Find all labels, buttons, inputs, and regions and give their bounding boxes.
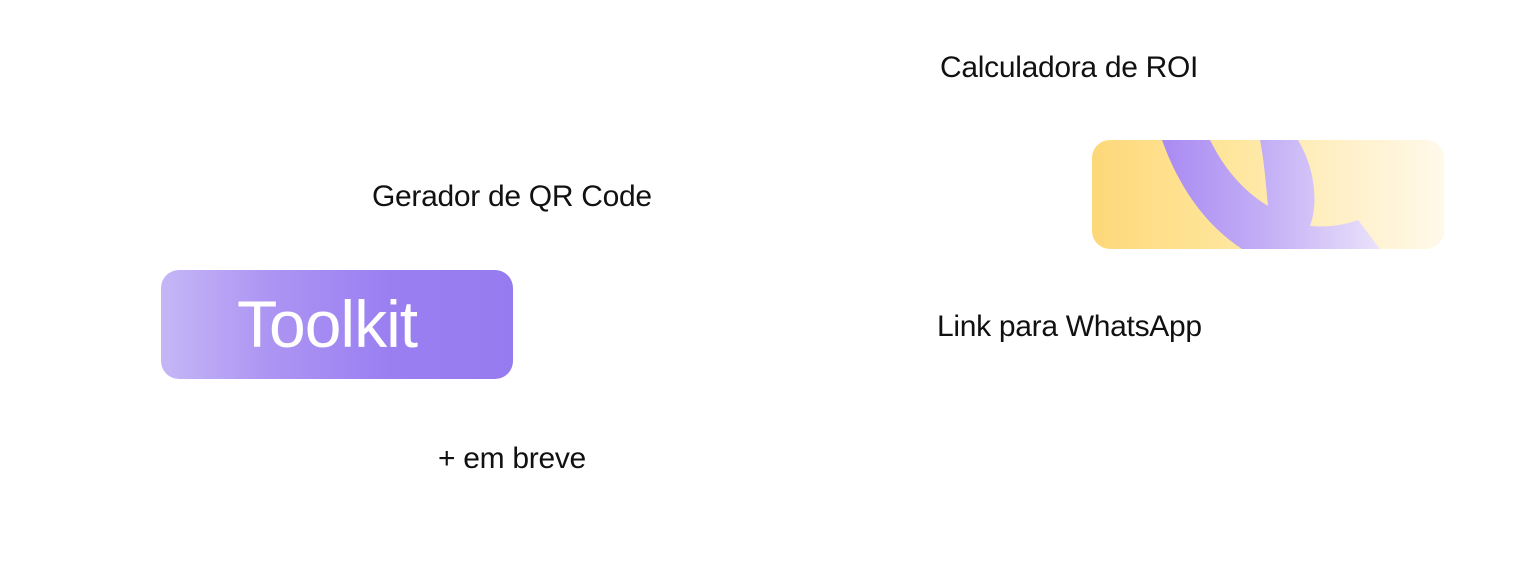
whatsapp-link-generator-link[interactable]: Link para WhatsApp xyxy=(937,310,1202,343)
coming-soon-label: + em breve xyxy=(438,442,586,475)
decorative-ribbon-graphic xyxy=(1162,140,1380,249)
qr-code-generator-link[interactable]: Gerador de QR Code xyxy=(372,180,652,213)
decorative-banner xyxy=(1092,140,1444,249)
ribbon-shape xyxy=(1162,140,1380,249)
roi-calculator-link[interactable]: Calculadora de ROI xyxy=(940,51,1199,84)
toolkit-banner: Toolkit xyxy=(161,270,513,379)
toolkit-title: Toolkit xyxy=(237,287,418,361)
